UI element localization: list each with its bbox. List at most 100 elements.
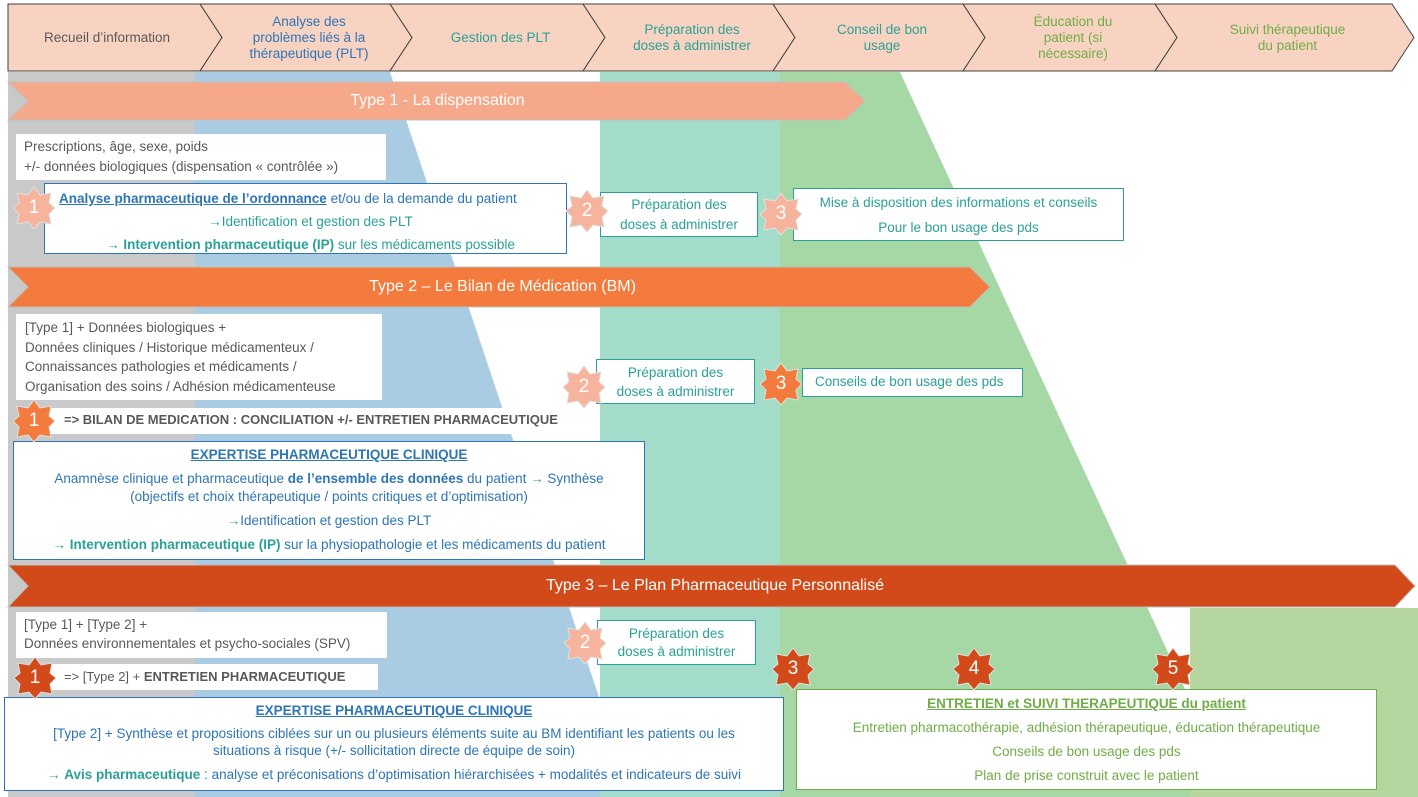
- type3-badge-2: 2: [564, 622, 606, 664]
- type3-preparation-box: Préparation des doses à administrer: [597, 620, 756, 665]
- type1-analysis-box: Analyse pharmaceutique de l’ordonnance e…: [44, 183, 567, 254]
- process-step-text: patient (si: [1043, 29, 1103, 45]
- process-step-label: Gestion des PLT: [412, 4, 589, 71]
- band-type3: [6, 564, 1416, 608]
- type1-advice-line2: Pour le bon usage des pds: [878, 220, 1039, 235]
- column-preparation-doses: [600, 72, 780, 797]
- type3-badge-1: 1: [14, 657, 56, 699]
- type3-data-line1: [Type 1] + [Type 2] +: [24, 617, 148, 632]
- band-type2: [6, 266, 991, 308]
- process-step-text: problèmes liés à la: [252, 29, 366, 45]
- process-step-chevron: [1154, 3, 1415, 72]
- type2-data-line: Données cliniques / Historique médicamen…: [25, 339, 314, 355]
- type3-expertise-box: EXPERTISE PHARMACEUTIQUE CLINIQUE [Type …: [4, 697, 784, 791]
- process-step-text: Préparation des: [644, 21, 740, 37]
- process-step-text: usage: [863, 37, 901, 53]
- type1-analysis-bold: Analyse pharmaceutique de l’ordonnance: [59, 191, 327, 206]
- type3-step1-box: => [Type 2] + ENTRETIEN PHARMACEUTIQUE: [50, 664, 378, 690]
- type2-badge-1: 1: [13, 400, 55, 442]
- type1-ip-bold: Intervention pharmaceutique (IP): [123, 237, 335, 252]
- type2-badge-2: 2: [563, 366, 605, 408]
- type1-plt-line: Identification et gestion des PLT: [221, 214, 413, 229]
- process-step-text: Suivi thérapeutique: [1229, 21, 1346, 37]
- type1-advice-line1: Mise à disposition des informations et c…: [819, 195, 1098, 210]
- process-step-text: Recueil d’information: [43, 29, 171, 45]
- type2-expertise-title: EXPERTISE PHARMACEUTIQUE CLINIQUE: [190, 447, 468, 462]
- type2-exp-l1d: Synthèse: [543, 471, 604, 486]
- process-step-text: nécessaire): [1038, 45, 1108, 61]
- type2-preparation-box: Préparation des doses à administrer: [596, 359, 755, 404]
- type2-data-line: Organisation des soins / Adhésion médica…: [25, 378, 336, 394]
- arrow-icon: →: [208, 214, 222, 229]
- type2-exp-l4-rest: sur la physiopathologie et les médicamen…: [280, 537, 606, 552]
- type1-badge-3: 3: [760, 193, 802, 235]
- type2-data-box: [Type 1] + Données biologiques + Données…: [16, 314, 382, 400]
- type3-badge-5: 5: [1152, 648, 1194, 690]
- type3-exp-l3-bold: Avis pharmaceutique: [64, 767, 201, 782]
- type2-data-line: Connaissances pathologies et médicaments…: [25, 359, 297, 374]
- type2-exp-l1a: Anamnèse clinique et pharmaceutique: [54, 471, 288, 486]
- type1-preparation-line2: doses à administrer: [620, 217, 738, 232]
- type2-data-line: [Type 1] + Données biologiques +: [25, 320, 227, 335]
- type3-step1-bold: ENTRETIEN PHARMACEUTIQUE: [143, 669, 346, 684]
- process-step-text: doses à administrer: [633, 37, 751, 53]
- process-step-text: thérapeutique (PLT): [249, 45, 369, 61]
- type2-advice-box: Conseils de bon usage des pds: [802, 368, 1023, 397]
- process-step-text: Gestion des PLT: [450, 29, 551, 45]
- type1-ip-rest: sur les médicaments possible: [334, 237, 515, 252]
- process-step-label: Recueil d’information: [8, 4, 206, 71]
- column-conseil-education: [780, 72, 1190, 797]
- type2-exp-l1b: de l’ensemble des données: [287, 471, 464, 486]
- type1-preparation-line1: Préparation des: [631, 197, 727, 212]
- type2-preparation-line1: Préparation des: [627, 365, 724, 380]
- type1-badge-1: 1: [13, 187, 55, 229]
- type3-followup-box: ENTRETIEN et SUIVI THERAPEUTIQUE du pati…: [796, 689, 1377, 790]
- type1-analysis-rest: et/ou de la demande du patient: [326, 191, 517, 206]
- type1-data-line1: Prescriptions, âge, sexe, poids: [24, 139, 208, 154]
- type3-title: Type 3 – Le Plan Pharmaceutique Personna…: [546, 577, 884, 594]
- type1-badge-2: 2: [566, 190, 608, 232]
- type3-followup-l3: Plan de prise construit avec le patient: [974, 768, 1199, 783]
- type1-preparation-box: Préparation des doses à administrer: [600, 192, 758, 237]
- type3-badge-4: 4: [953, 648, 995, 690]
- process-step-text: Analyse des: [272, 13, 346, 29]
- type2-exp-l3: Identification et gestion des PLT: [240, 513, 432, 528]
- arrow-icon: →: [52, 537, 67, 552]
- type2-badge-3: 3: [760, 363, 802, 405]
- type3-followup-title: ENTRETIEN et SUIVI THERAPEUTIQUE du pati…: [927, 696, 1246, 711]
- type2-expertise-box: EXPERTISE PHARMACEUTIQUE CLINIQUE Anamnè…: [13, 441, 645, 560]
- arrow-icon: →: [530, 471, 544, 486]
- type2-exp-l2: (objectifs et choix thérapeutique / poin…: [130, 489, 528, 504]
- type3-preparation-line2: doses à administrer: [617, 644, 736, 659]
- type3-badge-3: 3: [772, 648, 814, 690]
- type3-exp-l2: situations à risque (+/- sollicitation d…: [212, 743, 576, 758]
- arrow-icon: →: [106, 237, 120, 252]
- type3-exp-l3-rest: : analyse et préconisations d’optimisati…: [200, 767, 741, 782]
- type3-data-box: [Type 1] + [Type 2] + Données environnem…: [16, 612, 387, 658]
- type2-preparation-line2: doses à administrer: [616, 384, 735, 399]
- type3-followup-l1: Entretien pharmacothérapie, adhésion thé…: [852, 720, 1321, 735]
- type1-title: Type 1 - La dispensation: [350, 92, 525, 109]
- arrow-icon: →: [47, 767, 61, 782]
- type3-followup-l2: Conseils de bon usage des pds: [992, 744, 1181, 759]
- type2-exp-l4-bold: Intervention pharmaceutique (IP): [69, 537, 281, 552]
- type3-exp-l1: [Type 2] + Synthèse et propositions cibl…: [53, 726, 735, 741]
- type1-data-box: Prescriptions, âge, sexe, poids +/- donn…: [16, 134, 386, 180]
- type1-data-line2: +/- données biologiques (dispensation « …: [24, 159, 339, 174]
- type3-step1-prefix: => [Type 2] +: [64, 669, 144, 684]
- process-step-text: Conseil de bon: [836, 21, 928, 37]
- process-step-text: Éducation du: [1033, 13, 1113, 29]
- type3-expertise-title: EXPERTISE PHARMACEUTIQUE CLINIQUE: [255, 703, 533, 718]
- arrow-icon: →: [226, 513, 241, 528]
- type2-step1-box: => BILAN DE MEDICATION : CONCILIATION +/…: [50, 408, 595, 434]
- band-type1: [6, 81, 866, 121]
- type1-advice-box: Mise à disposition des informations et c…: [793, 188, 1124, 241]
- type2-title: Type 2 – Le Bilan de Médication (BM): [369, 278, 636, 295]
- process-step-text: du patient: [1257, 37, 1318, 53]
